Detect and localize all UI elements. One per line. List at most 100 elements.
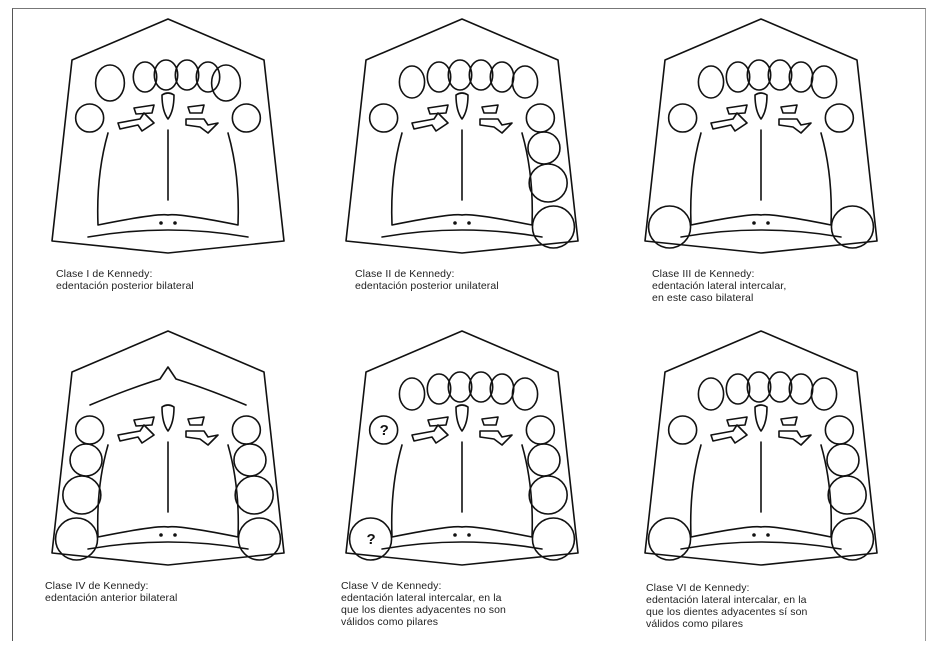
anterior-tooth xyxy=(789,374,812,404)
caption-class-4: Clase IV de Kennedy: edentación anterior… xyxy=(45,580,177,604)
anterior-tooth xyxy=(154,60,177,90)
fovea-dot xyxy=(173,221,177,225)
fovea-dot xyxy=(752,533,756,537)
anterior-tooth xyxy=(726,62,749,92)
palatal-ruga xyxy=(781,105,797,113)
anterior-tooth xyxy=(469,60,492,90)
palatal-ruga xyxy=(779,119,811,133)
palate-line-left xyxy=(691,133,761,225)
incisive-papilla xyxy=(755,405,767,431)
caption-class-3: Clase III de Kennedy: edentación lateral… xyxy=(652,268,786,304)
left-posterior-tooth xyxy=(649,206,691,248)
fovea-dot xyxy=(159,533,163,537)
fovea-dot xyxy=(766,221,770,225)
right-posterior-tooth xyxy=(831,206,873,248)
incisive-papilla xyxy=(456,93,468,119)
palate-line-right xyxy=(761,133,831,225)
jaw-diagram-class-5: ?? xyxy=(342,327,582,567)
palatal-ruga xyxy=(781,417,797,425)
fovea-dot xyxy=(766,533,770,537)
anterior-tooth xyxy=(448,60,471,90)
anterior-tooth xyxy=(490,62,513,92)
right-posterior-tooth xyxy=(828,476,866,514)
anterior-tooth xyxy=(512,378,537,410)
fovea-dot xyxy=(159,221,163,225)
palate-line-right xyxy=(462,445,532,537)
palatal-ruga xyxy=(186,119,218,133)
anterior-tooth xyxy=(811,66,836,98)
right-posterior-tooth xyxy=(532,518,574,560)
anterior-tooth xyxy=(96,65,125,101)
right-posterior-tooth xyxy=(528,132,560,164)
palatal-ruga xyxy=(118,425,154,443)
left-posterior-tooth xyxy=(669,104,697,132)
fovea-dot xyxy=(453,533,457,537)
palate-line-left xyxy=(98,133,168,225)
jaw-diagram-class-1 xyxy=(48,15,288,255)
palatal-ruga xyxy=(480,431,512,445)
palatal-ruga xyxy=(711,113,747,131)
palatal-ruga xyxy=(118,113,154,131)
anterior-tooth xyxy=(789,62,812,92)
right-posterior-tooth xyxy=(234,444,266,476)
anterior-tooth xyxy=(427,62,450,92)
palate-line-left xyxy=(691,445,761,537)
palate-line-right xyxy=(168,133,238,225)
right-posterior-tooth xyxy=(526,416,554,444)
anterior-tooth xyxy=(175,60,198,90)
incisive-papilla xyxy=(755,93,767,119)
fovea-dot xyxy=(752,221,756,225)
palatal-ruga xyxy=(412,113,448,131)
palate-line-left xyxy=(392,445,462,537)
fovea-dot xyxy=(467,221,471,225)
anterior-tooth xyxy=(133,62,156,92)
left-posterior-tooth xyxy=(370,104,398,132)
right-posterior-tooth xyxy=(528,444,560,476)
fovea-dot xyxy=(173,533,177,537)
posterior-border xyxy=(681,542,841,549)
right-posterior-tooth xyxy=(238,518,280,560)
anterior-tooth xyxy=(811,378,836,410)
anterior-tooth xyxy=(427,374,450,404)
anterior-tooth xyxy=(212,65,241,101)
anterior-tooth xyxy=(768,60,791,90)
left-posterior-tooth xyxy=(669,416,697,444)
anterior-gap-ridge xyxy=(90,367,246,405)
right-posterior-tooth xyxy=(529,476,567,514)
posterior-border xyxy=(88,230,248,237)
anterior-tooth xyxy=(448,372,471,402)
palate-line-right xyxy=(168,445,238,537)
palatal-ruga xyxy=(188,417,204,425)
posterior-border xyxy=(681,230,841,237)
palatal-ruga xyxy=(482,105,498,113)
jaw-diagram-class-6 xyxy=(641,327,881,567)
fovea-dot xyxy=(453,221,457,225)
palatal-ruga xyxy=(186,431,218,445)
right-posterior-tooth xyxy=(532,206,574,248)
jaw-diagram-class-2 xyxy=(342,15,582,255)
palate-line-left xyxy=(392,133,462,225)
anterior-tooth xyxy=(698,378,723,410)
posterior-border xyxy=(382,230,542,237)
right-posterior-tooth xyxy=(825,104,853,132)
palatal-ruga xyxy=(188,105,204,113)
caption-class-2: Clase II de Kennedy: edentación posterio… xyxy=(355,268,499,292)
posterior-border xyxy=(88,542,248,549)
palatal-ruga xyxy=(482,417,498,425)
right-posterior-tooth xyxy=(526,104,554,132)
left-posterior-tooth xyxy=(56,518,98,560)
anterior-tooth xyxy=(196,62,219,92)
incisive-papilla xyxy=(162,405,174,431)
right-posterior-tooth xyxy=(232,104,260,132)
caption-class-6: Clase VI de Kennedy: edentación lateral … xyxy=(646,582,808,630)
left-posterior-tooth xyxy=(76,416,104,444)
incisive-papilla xyxy=(456,405,468,431)
left-posterior-tooth xyxy=(70,444,102,476)
palate-line-right xyxy=(761,445,831,537)
fovea-dot xyxy=(467,533,471,537)
anterior-tooth xyxy=(399,66,424,98)
caption-class-1: Clase I de Kennedy: edentación posterior… xyxy=(56,268,194,292)
palatal-ruga xyxy=(412,425,448,443)
jaw-diagram-class-4 xyxy=(48,327,288,567)
anterior-tooth xyxy=(698,66,723,98)
